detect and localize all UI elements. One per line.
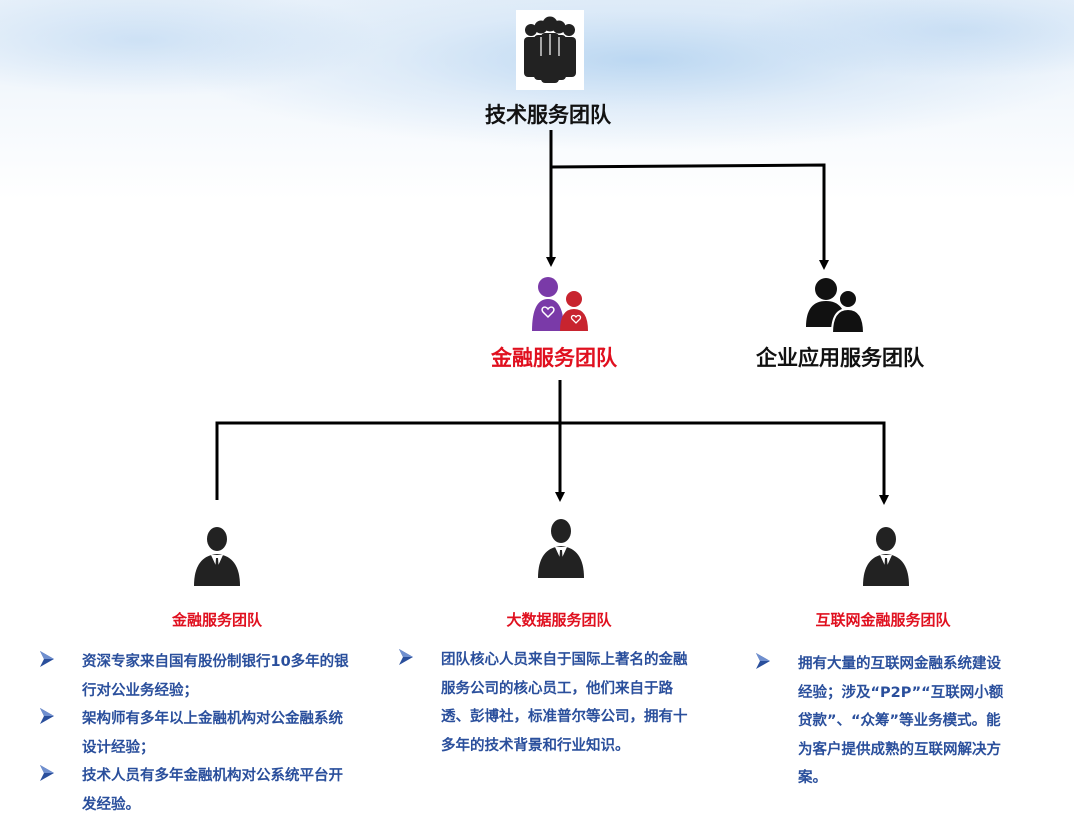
list-item-text: 架构师有多年以上金融机构对公金融系统设计经验； <box>82 711 343 756</box>
finance-team-description: 资深专家来自国有股份制银行10多年的银行对公业务经验； 架构师有多年以上金融机构… <box>40 648 352 819</box>
list-item-text: 资深专家来自国有股份制银行10多年的银行对公业务经验； <box>82 654 349 699</box>
list-item-text: 团队核心人员来自于国际上著名的金融服务公司的核心员工，他们来自于路透、彭博社，标… <box>441 652 688 754</box>
arrow-bullet-icon <box>399 649 413 665</box>
sub-team-title-finance: 金融服务团队 <box>171 611 263 629</box>
arrow-bullet-icon <box>40 765 54 781</box>
businessman-icon <box>861 522 911 592</box>
list-item: 团队核心人员来自于国际上著名的金融服务公司的核心员工，他们来自于路透、彭博社，标… <box>399 646 691 760</box>
bigdata-team-description: 团队核心人员来自于国际上著名的金融服务公司的核心员工，他们来自于路透、彭博社，标… <box>399 646 691 760</box>
root-team-title: 技术服务团队 <box>485 103 611 127</box>
list-item: 资深专家来自国有股份制银行10多年的银行对公业务经验； <box>40 648 352 705</box>
list-item: 技术人员有多年金融机构对公系统平台开发经验。 <box>40 762 352 819</box>
internet-team-description: 拥有大量的互联网金融系统建设经验；涉及“P2P”“互联网小额贷款”、“众筹”等业… <box>756 650 1013 793</box>
list-item-text: 技术人员有多年金融机构对公系统平台开发经验。 <box>82 768 343 813</box>
family-heart-icon <box>530 275 592 339</box>
sub-team-title-bigdata: 大数据服务团队 <box>506 611 612 629</box>
arrow-bullet-icon <box>40 708 54 724</box>
enterprise-team-title: 企业应用服务团队 <box>756 346 924 370</box>
list-item: 架构师有多年以上金融机构对公金融系统设计经验； <box>40 705 352 762</box>
list-item: 拥有大量的互联网金融系统建设经验；涉及“P2P”“互联网小额贷款”、“众筹”等业… <box>756 650 1013 793</box>
two-users-icon <box>806 275 866 339</box>
connector-fin-bar <box>215 421 889 505</box>
finance-team-title: 金融服务团队 <box>491 346 617 370</box>
arrow-bullet-icon <box>756 653 770 669</box>
list-item-text: 拥有大量的互联网金融系统建设经验；涉及“P2P”“互联网小额贷款”、“众筹”等业… <box>798 656 1004 786</box>
sub-team-title-internet: 互联网金融服务团队 <box>815 611 951 629</box>
team-group-icon <box>516 10 584 94</box>
arrow-bullet-icon <box>40 651 54 667</box>
businessman-icon <box>192 522 242 592</box>
connector-root-to-enterprise <box>550 163 829 270</box>
businessman-icon <box>536 514 586 584</box>
